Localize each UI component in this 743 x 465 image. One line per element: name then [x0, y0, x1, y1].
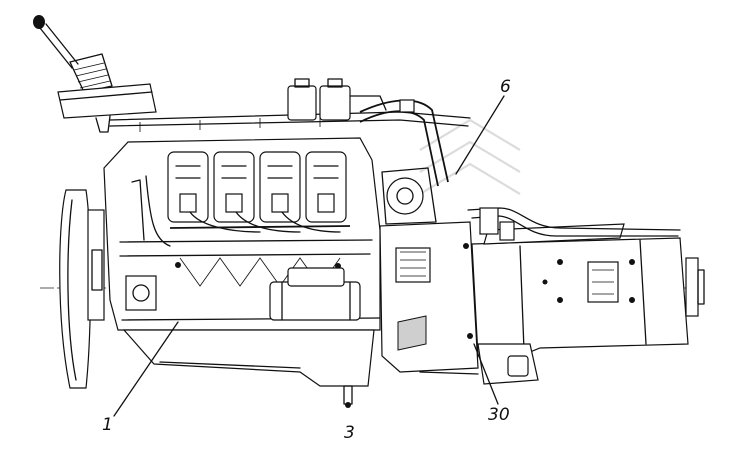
oil-pan [122, 329, 375, 408]
callout-30: 30 [488, 405, 510, 425]
leader-30 [473, 343, 499, 405]
cooling-fan [59, 189, 105, 389]
output-flange [685, 257, 705, 317]
starter-motor [269, 267, 361, 321]
fuel-lines [131, 175, 341, 247]
leader-1 [113, 321, 179, 417]
leader-6 [455, 95, 505, 175]
callout-3: 3 [344, 423, 355, 443]
air-intake-pipe [359, 99, 449, 187]
gear-shift-lever [33, 15, 157, 133]
leader-lines [113, 95, 505, 417]
callout-6: 6 [500, 77, 511, 97]
gearbox-pipes [467, 207, 681, 241]
cylinder-heads [167, 151, 351, 229]
gearbox-accessory [419, 343, 539, 385]
callouts: 6 1 3 30 [102, 77, 511, 443]
expansion-tanks [287, 78, 387, 121]
gearbox [471, 223, 689, 357]
callout-1: 1 [102, 415, 113, 435]
clutch-housing [379, 221, 479, 373]
